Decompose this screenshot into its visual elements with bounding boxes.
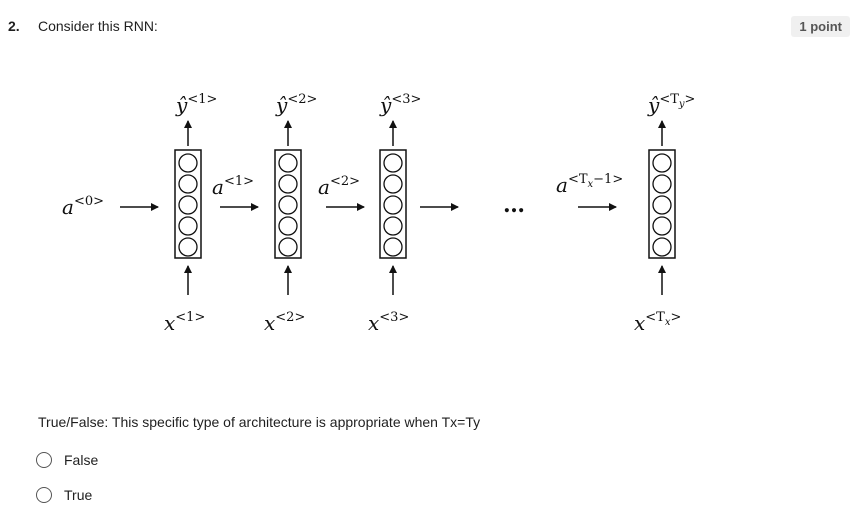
- option-true-label: True: [64, 487, 93, 503]
- x2-label: x<2>: [264, 310, 305, 335]
- answer-options: False True: [36, 450, 98, 520]
- rnn-cell-3: [379, 149, 407, 259]
- rnn-cell-1: [174, 149, 202, 259]
- rnn-cell-2: [274, 149, 302, 259]
- y-hat-ty-label: ŷ<Ty>: [647, 92, 695, 117]
- a1-label: a<1>: [212, 174, 254, 199]
- question-title: Consider this RNN:: [38, 18, 158, 34]
- radio-false[interactable]: [36, 452, 52, 468]
- x3-label: x<3>: [368, 310, 409, 335]
- question-header: 2. Consider this RNN: 1 point: [8, 16, 850, 38]
- x-tx-label: x<Tx>: [634, 310, 681, 335]
- ellipsis: …: [503, 192, 525, 218]
- option-false-label: False: [64, 452, 99, 468]
- points-badge: 1 point: [791, 16, 850, 37]
- radio-true[interactable]: [36, 487, 52, 503]
- option-false[interactable]: False: [36, 450, 98, 470]
- y-hat-2-label: ŷ<2>: [275, 92, 317, 117]
- question-prompt: True/False: This specific type of archit…: [38, 414, 481, 430]
- rnn-diagram: a<0> ŷ<1> x<1> a<1> ŷ<2> x<2> a<2> ŷ<3>: [62, 92, 695, 335]
- x1-label: x<1>: [164, 310, 205, 335]
- a-tx-minus-1-label: a<Tx−1>: [556, 172, 623, 197]
- a2-label: a<2>: [318, 174, 360, 199]
- y-hat-3-label: ŷ<3>: [379, 92, 421, 117]
- question-number: 2.: [8, 18, 20, 34]
- y-hat-1-label: ŷ<1>: [175, 92, 217, 117]
- option-true[interactable]: True: [36, 485, 98, 505]
- rnn-cell-tx: [648, 149, 676, 259]
- a0-label: a<0>: [62, 194, 104, 219]
